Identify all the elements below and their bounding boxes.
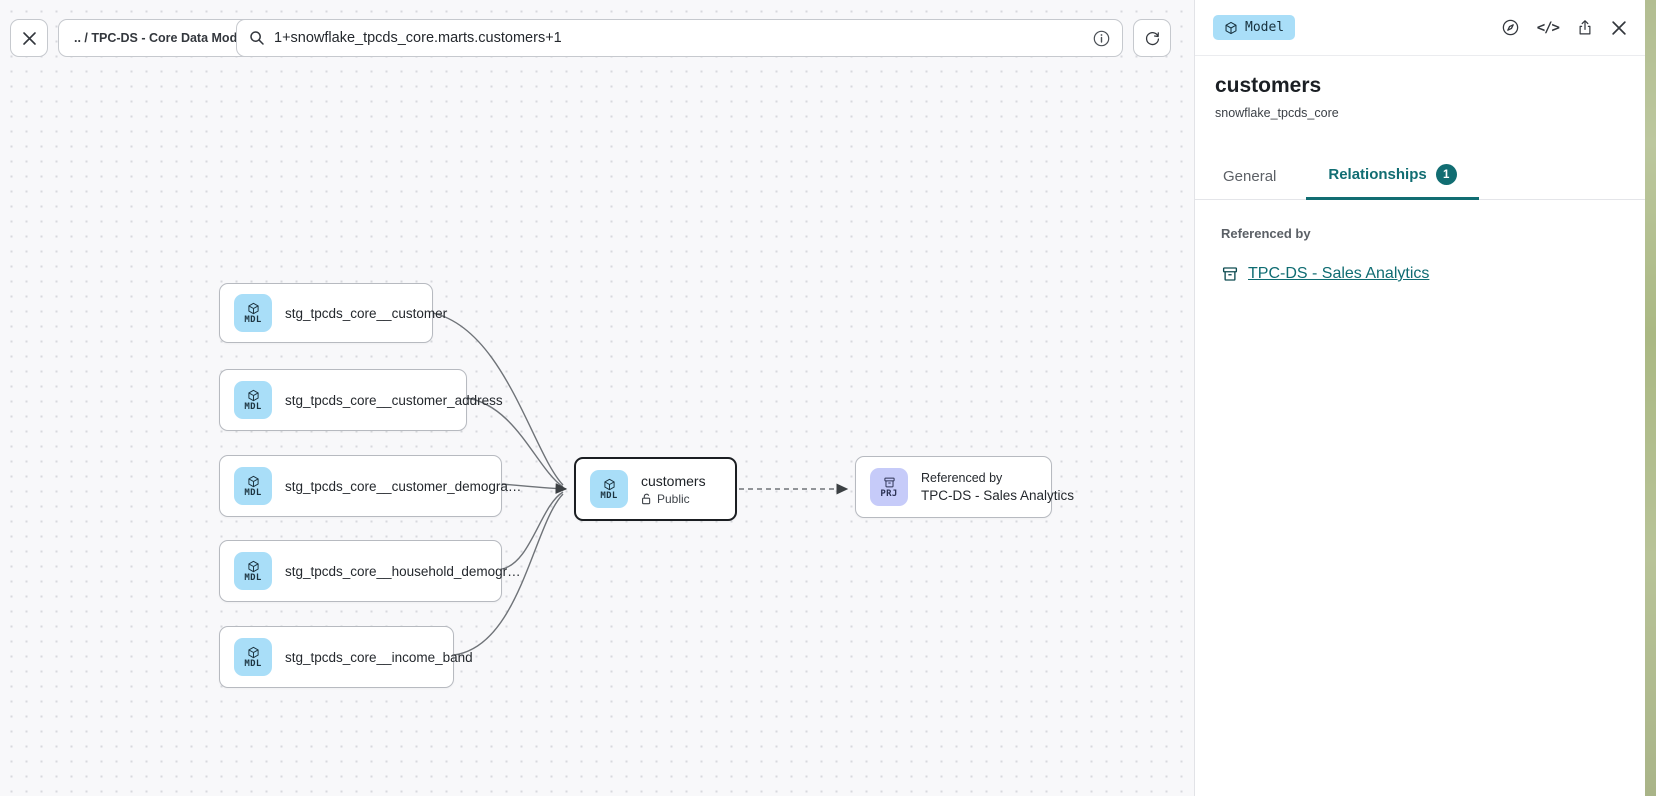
graph-node-stg-household-demographics[interactable]: MDL stg_tpcds_core__household_demogr… <box>219 540 521 602</box>
close-panel-icon[interactable] <box>1611 20 1627 36</box>
node-label: stg_tpcds_core__income_band <box>285 649 473 665</box>
lineage-edges <box>432 312 849 656</box>
info-icon[interactable] <box>1093 30 1110 47</box>
lock-open-icon <box>642 493 651 504</box>
archive-box-icon <box>883 477 895 487</box>
node-label: stg_tpcds_core__customer_address <box>285 392 503 408</box>
chip-label: PRJ <box>880 488 898 499</box>
cube-icon <box>247 475 259 487</box>
cube-icon <box>247 302 259 314</box>
node-label: stg_tpcds_core__household_demogr… <box>285 563 521 579</box>
chip-label: MDL <box>244 401 262 412</box>
panel-tabs: General Relationships 1 <box>1195 152 1645 200</box>
graph-node-stg-customer-address[interactable]: MDL stg_tpcds_core__customer_address <box>219 369 503 431</box>
chip-label: MDL <box>244 572 262 583</box>
cube-icon <box>247 646 259 658</box>
lineage-selector-input[interactable] <box>274 30 1084 46</box>
model-type-label: Model <box>1245 20 1285 35</box>
graph-node-referenced-project[interactable]: PRJ Referenced by TPC-DS - Sales Analyti… <box>855 456 1074 518</box>
graph-node-stg-customer[interactable]: MDL stg_tpcds_core__customer <box>219 283 447 343</box>
panel-header: Model </> <box>1195 0 1645 56</box>
tab-general[interactable]: General <box>1201 156 1298 200</box>
chip-label: MDL <box>244 658 262 669</box>
model-chip: MDL <box>234 638 272 676</box>
graph-node-stg-customer-demographics[interactable]: MDL stg_tpcds_core__customer_demogra… <box>219 455 521 517</box>
share-icon[interactable] <box>1576 18 1594 37</box>
graph-node-customers-selected[interactable]: MDL customers Public <box>574 457 737 521</box>
visibility-label: Public <box>657 491 690 506</box>
model-chip: MDL <box>234 467 272 505</box>
explore-lineage-icon[interactable] <box>1501 18 1520 37</box>
node-label: stg_tpcds_core__customer <box>285 305 448 321</box>
model-chip: MDL <box>590 470 628 508</box>
chip-label: MDL <box>244 487 262 498</box>
cube-icon <box>1225 21 1237 34</box>
cube-icon <box>247 389 259 401</box>
schema-subtitle: snowflake_tpcds_core <box>1215 106 1339 120</box>
lineage-selector-bar[interactable] <box>236 19 1123 57</box>
edge <box>501 491 564 570</box>
node-label: customers <box>641 472 706 489</box>
archive-box-icon <box>1222 267 1238 281</box>
desktop-background-strip <box>1645 0 1656 796</box>
code-icon[interactable]: </> <box>1536 19 1560 36</box>
page-title: customers <box>1215 74 1322 97</box>
project-chip: PRJ <box>870 468 908 506</box>
tab-relationships-label: Relationships <box>1328 166 1427 183</box>
referenced-project-row[interactable]: TPC-DS - Sales Analytics <box>1221 265 1619 283</box>
chip-label: MDL <box>600 490 618 501</box>
breadcrumb-label: .. / TPC-DS - Core Data Models <box>74 31 255 45</box>
chip-label: MDL <box>244 314 262 325</box>
node-label: stg_tpcds_core__customer_demogra… <box>285 478 522 494</box>
cube-icon <box>247 560 259 572</box>
relationships-count-badge: 1 <box>1435 164 1457 185</box>
cube-icon <box>603 478 615 490</box>
tab-relationships[interactable]: Relationships 1 <box>1306 152 1479 200</box>
model-type-badge: Model <box>1213 15 1296 40</box>
referenced-project-link[interactable]: TPC-DS - Sales Analytics <box>1248 265 1430 282</box>
lineage-canvas[interactable]: .. / TPC-DS - Core Data Models MDL stg_t… <box>0 0 1194 796</box>
graph-node-stg-income-band[interactable]: MDL stg_tpcds_core__income_band <box>219 626 473 688</box>
model-chip: MDL <box>234 552 272 590</box>
model-chip: MDL <box>234 381 272 419</box>
refresh-icon <box>1145 31 1159 45</box>
tab-general-label: General <box>1223 168 1277 185</box>
search-icon <box>250 31 264 45</box>
node-label: TPC-DS - Sales Analytics <box>921 488 1075 503</box>
referenced-by-heading: Referenced by <box>1221 226 1311 241</box>
node-caption: Referenced by <box>921 471 1003 485</box>
details-panel: Model </> customers snowflake_tpcds_core… <box>1194 0 1645 796</box>
refresh-button[interactable] <box>1133 19 1171 57</box>
close-icon <box>22 31 36 45</box>
close-graph-button[interactable] <box>10 19 48 57</box>
model-chip: MDL <box>234 294 272 332</box>
breadcrumb[interactable]: .. / TPC-DS - Core Data Models <box>58 19 271 57</box>
